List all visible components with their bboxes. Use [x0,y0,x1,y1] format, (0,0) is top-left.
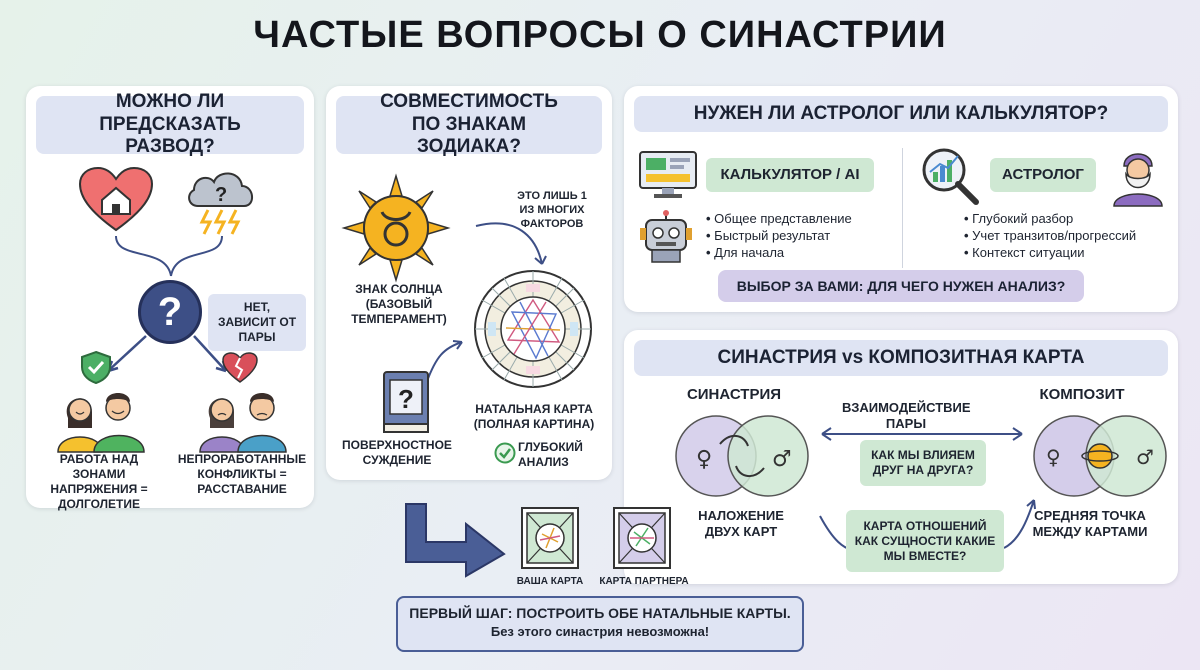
svg-text:♂: ♂ [772,447,792,472]
svg-text:?: ? [398,384,414,414]
astrologer-avatar-icon [1113,153,1163,207]
zodiac-heading: СОВМЕСТИМОСТЬ ПО ЗНАКАМ ЗОДИАКА? [336,91,602,157]
natal-chart-wheel [474,270,592,388]
deep-analysis-label: ГЛУБОКИЙ АНАЛИЗ [518,440,583,469]
svg-text:♀: ♀ [1046,445,1061,469]
zodiac-note: ЭТО ЛИШЬ 1 ИЗ МНОГИХ ФАКТОРОВ [517,190,587,230]
choice-banner: ВЫБОР ЗА ВАМИ: ДЛЯ ЧЕГО НУЖЕН АНАЛИЗ? [718,270,1084,302]
divorce-left-caption: РАБОТА НАД ЗОНАМИ НАПРЯЖЕНИЯ = ДОЛГОЛЕТИ… [50,452,148,511]
first-step-line2: Без этого синастрия невозможна! [490,624,710,639]
sun-taurus-icon [341,173,451,283]
astrologer-item: Глубокий разбор [964,210,1136,227]
question-circle-icon: ? [138,280,202,344]
influence-question: КАК МЫ ВЛИЯЕМ ДРУГ НА ДРУГА? [860,440,986,486]
synastry-card: СИНАСТРИЯ vs КОМПОЗИТНАЯ КАРТА СИНАСТРИЯ… [624,330,1178,584]
natal-chart-label: НАТАЛЬНАЯ КАРТА (ПОЛНАЯ КАРТИНА) [473,402,595,431]
storm-cloud-icon: ? [188,172,253,235]
column-divider [902,148,903,268]
robot-icon [640,210,692,263]
divorce-right-caption: НЕПРОРАБОТАННЫЕ КОНФЛИКТЫ = РАССТАВАНИЕ [177,452,307,496]
happy-couple-icon [57,393,145,453]
midpoint-label: СРЕДНЯЯ ТОЧКА МЕЖДУ КАРТАМИ [1032,508,1148,540]
svg-text:♀: ♀ [696,447,712,472]
overlay-label: НАЛОЖЕНИЕ ДВУХ КАРТ [698,508,784,540]
check-circle-icon [494,442,516,464]
composite-venn-icon: ♀ ♂ [1033,415,1167,497]
calculator-label: КАЛЬКУЛЯТОР / AI [706,158,874,192]
book-question-icon: ? [383,371,429,433]
sad-couple-icon [199,393,287,453]
partner-chart-label: КАРТА ПАРТНЕРА [599,576,689,587]
partner-chart-icon [613,507,671,569]
astrologer-item: Учет транзитов/прогрессий [964,227,1136,244]
first-step-line1: ПЕРВЫЙ ШАГ: ПОСТРОИТЬ ОБЕ НАТАЛЬНЫЕ КАРТ… [409,605,791,621]
divorce-heading: МОЖНО ЛИ ПРЕДСКАЗАТЬ РАЗВОД? [36,91,304,157]
your-chart-label: ВАША КАРТА [516,576,584,587]
astrologer-heading: НУЖЕН ЛИ АСТРОЛОГ ИЛИ КАЛЬКУЛЯТОР? [634,96,1168,132]
sun-sign-label: ЗНАК СОЛНЦА (БАЗОВЫЙ ТЕМПЕРАМЕНТ) [351,282,447,326]
page-title: ЧАСТЫЕ ВОПРОСЫ О СИНАСТРИИ [253,14,947,56]
divorce-callout: НЕТ, ЗАВИСИТ ОТ ПАРЫ [208,294,306,351]
astrologer-item: Контекст ситуации [964,244,1136,261]
broken-heart-icon [222,352,258,383]
calculator-list: Общее представление Быстрый результат Дл… [706,210,852,261]
synastry-heading: СИНАСТРИЯ vs КОМПОЗИТНАЯ КАРТА [634,340,1168,376]
synastry-venn-icon: ♀ ♂ [675,415,809,497]
first-step-arrow [405,503,506,578]
divorce-card: МОЖНО ЛИ ПРЕДСКАЗАТЬ РАЗВОД? ? ? НЕТ, ЗА… [26,86,314,511]
your-chart-icon [521,507,579,569]
monitor-icon [639,151,697,198]
surface-judgment-label: ПОВЕРХНОСТНОЕ СУЖДЕНИЕ [342,438,452,467]
astrologer-label: АСТРОЛОГ [990,158,1096,192]
calculator-item: Для начала [706,244,852,261]
first-step-banner: ПЕРВЫЙ ШАГ: ПОСТРОИТЬ ОБЕ НАТАЛЬНЫЕ КАРТ… [396,596,804,652]
svg-text:♂: ♂ [1136,445,1154,469]
relationship-question: КАРТА ОТНОШЕНИЙ КАК СУЩНОСТИ КАКИЕ МЫ ВМ… [846,510,1004,572]
astrologer-list: Глубокий разбор Учет транзитов/прогресси… [964,210,1136,261]
calculator-item: Общее представление [706,210,852,227]
synastry-label: СИНАСТРИЯ [686,386,782,403]
astrologer-card: НУЖЕН ЛИ АСТРОЛОГ ИЛИ КАЛЬКУЛЯТОР? КАЛЬК… [624,86,1178,312]
zodiac-card: СОВМЕСТИМОСТЬ ПО ЗНАКАМ ЗОДИАКА? ЭТО ЛИШ… [326,86,612,480]
shield-check-icon [81,350,111,385]
interaction-label: ВЗАИМОДЕЙСТВИЕ ПАРЫ [842,400,971,432]
composite-label: КОМПОЗИТ [1039,386,1125,403]
magnifier-chart-icon [922,148,979,205]
heart-home-icon [78,166,154,232]
svg-text:?: ? [215,184,227,206]
calculator-item: Быстрый результат [706,227,852,244]
